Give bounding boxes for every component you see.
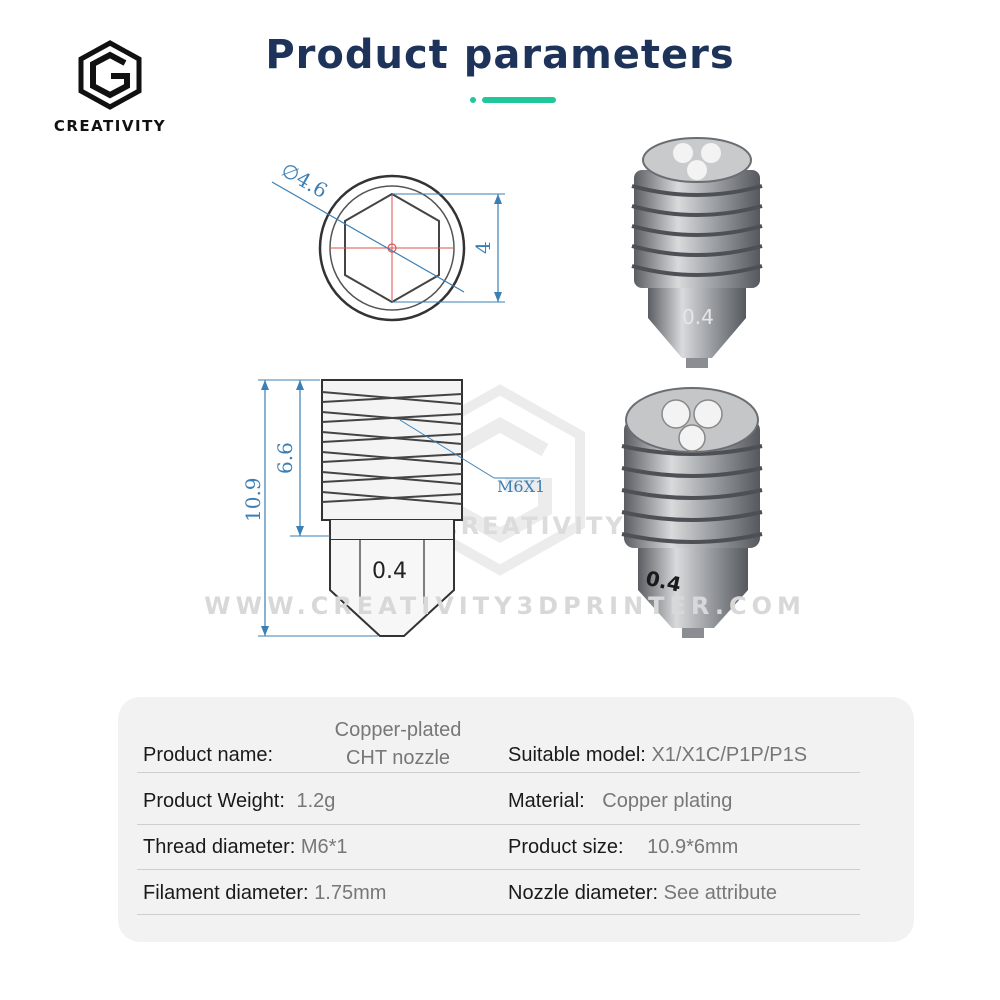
product-size-value: 10.9*6mm [647,836,739,858]
product-weight-label: Product Weight: [143,790,285,812]
hex-size-label: 4 [471,241,495,254]
brand-logo: CREATIVITY [40,40,180,135]
thread-diameter-row: Thread diameter: M6*1 [143,836,348,859]
product-size-row: Product size: 10.9*6mm [508,836,738,859]
watermark-brand: CREATIVITY [440,512,626,540]
suitable-model-label: Suitable model: [508,744,646,766]
material-value: Copper plating [602,790,733,812]
page-title: Product parameters [265,32,735,78]
filament-diameter-row: Filament diameter: 1.75mm [143,882,386,905]
product-weight-value: 1.2g [296,790,336,812]
product-size-label: Product size: [508,836,624,858]
row-divider [137,824,860,825]
top-view-drawing [271,174,505,322]
row-divider [137,772,860,773]
thread-diameter-label: Thread diameter: [143,836,296,858]
filament-diameter-value: 1.75mm [314,882,387,904]
title-underline [470,97,556,103]
side-view-drawing [258,379,540,637]
product-name-label: Product name: [143,744,274,766]
nozzle-photo-bottom [621,387,763,638]
nozzle-photos: 0.4 0.4 [621,137,763,638]
nozzle-diameter-label: Nozzle diameter: [508,882,659,904]
material-row: Material: Copper plating [508,790,732,813]
nozzle-diameter-value: See attribute [663,882,778,904]
nozzle-diameter-row: Nozzle diameter: See attribute [508,882,777,905]
product-name-value-line1: Copper-plated [334,719,462,741]
product-name-value: Copper-plated CHT nozzle [310,716,486,772]
brand-name: CREATIVITY [53,117,167,135]
nozzle-photo-top [631,137,763,368]
technical-drawing: ∅4.6 4 10.9 6.6 M6X1 0.4 [241,158,545,637]
thread-spec-label: M6X1 [497,477,545,496]
spec-table [118,697,914,942]
suitable-model-row: Suitable model: X1/X1C/P1P/P1S [508,744,807,767]
suitable-model-value: X1/X1C/P1P/P1S [651,744,808,766]
filament-diameter-label: Filament diameter: [143,882,309,904]
product-name-value-line2: CHT nozzle [345,747,451,769]
creativity-logo-icon [78,40,142,110]
drawing-nozzle-mark: 0.4 [372,559,407,584]
watermark-url: WWW.CREATIVITY3DPRINTER.COM [204,592,806,620]
row-divider [137,869,860,870]
material-label: Material: [508,790,585,812]
overall-length-label: 10.9 [241,477,265,522]
row-divider [137,914,860,915]
thread-diameter-value: M6*1 [300,836,348,858]
thread-length-label: 6.6 [273,442,297,474]
photo-nozzle-mark-top: 0.4 [682,305,714,329]
product-weight-row: Product Weight: 1.2g [143,790,335,813]
